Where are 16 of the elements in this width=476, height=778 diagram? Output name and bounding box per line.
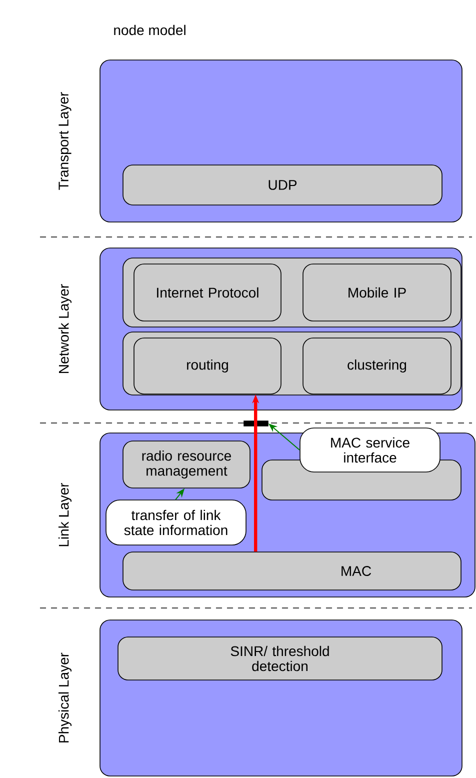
- box-label: Mobile IP: [348, 287, 406, 298]
- box-label: UDP: [268, 180, 297, 190]
- layer-label: Network Layer: [58, 284, 72, 373]
- box-label: Internet Protocol: [157, 287, 258, 298]
- box-label: radio resource management: [142, 450, 231, 479]
- diagram-title: node model: [114, 24, 186, 36]
- layer-label: Physical Layer: [58, 652, 72, 742]
- box-label: transfer of link state information: [124, 510, 228, 536]
- box-label: routing: [187, 359, 228, 373]
- box-label: MAC: [342, 566, 372, 576]
- box-label: clustering: [348, 359, 406, 373]
- interface-bar: [244, 420, 268, 426]
- layer-label: Link Layer: [58, 482, 72, 546]
- box-label: SINR/ threshold detection: [230, 646, 329, 672]
- layer-label: Transport Layer: [58, 92, 72, 190]
- box-label: MAC service interface: [331, 437, 410, 463]
